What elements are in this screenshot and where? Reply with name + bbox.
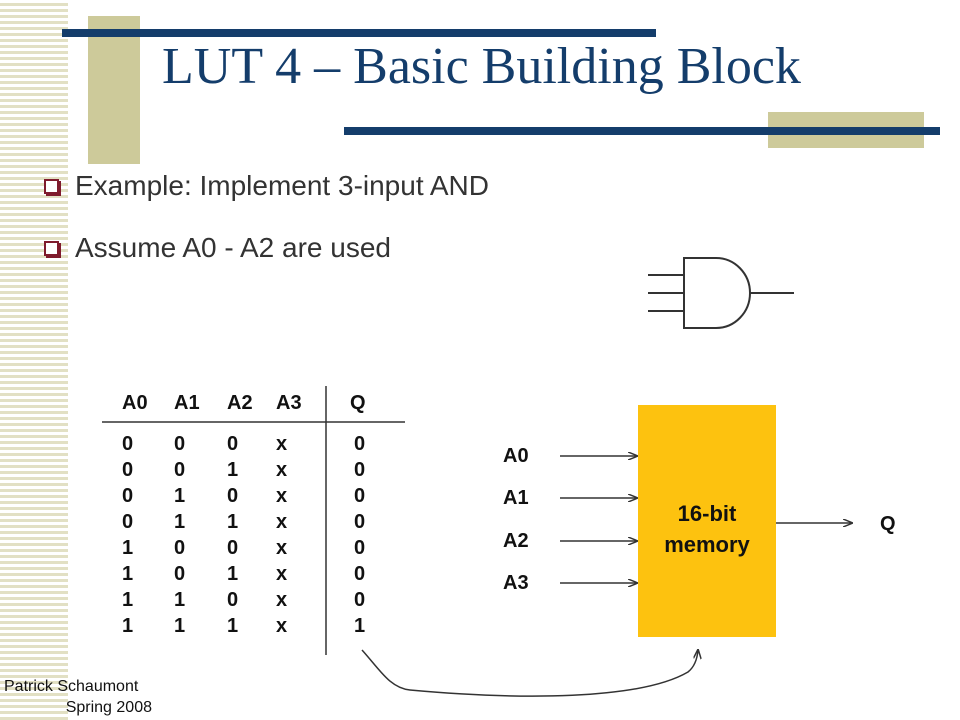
table-cell: 0 (122, 485, 133, 507)
table-cell: x (276, 485, 287, 507)
and-gate-icon (648, 257, 794, 329)
table-cell: 1 (174, 485, 185, 507)
input-label: A2 (503, 530, 529, 552)
table-cell: 1 (122, 563, 133, 585)
table-cell: x (276, 589, 287, 611)
table-cell: 0 (227, 485, 238, 507)
memory-label: 16-bit (678, 501, 737, 526)
bottom-rule (344, 127, 940, 135)
footer-term: Spring 2008 (65, 699, 152, 716)
table-cell: 1 (122, 615, 133, 637)
table-header: A2 (227, 392, 253, 414)
decorative-stripes (0, 0, 68, 720)
table-cell: 0 (174, 563, 185, 585)
footer: Patrick Schaumont Spring 2008 (4, 676, 152, 718)
table-cell: 0 (227, 537, 238, 559)
table-cell: 0 (227, 589, 238, 611)
table-cell: 0 (354, 511, 365, 533)
table-cell: 0 (354, 537, 365, 559)
table-header: A0 (122, 392, 148, 414)
table-cell: x (276, 459, 287, 481)
footer-author: Patrick Schaumont (4, 678, 139, 695)
memory-box (638, 405, 776, 637)
bullet-item: Assume A0 - A2 are used (44, 232, 391, 264)
bullet-box-icon (44, 178, 59, 194)
truth-table: A0 A1 A2 A3 Q 0 0 0 x 0 0 0 1 x 0 0 1 0 x 0 0 1 1 x 0 1 0 0 x 0 1… (102, 386, 405, 655)
table-cell: 1 (354, 615, 365, 637)
table-cell: x (276, 537, 287, 559)
table-cell: 0 (227, 433, 238, 455)
bullet-text: Assume A0 - A2 are used (75, 232, 391, 263)
table-cell: 1 (122, 537, 133, 559)
input-label: A1 (503, 487, 529, 509)
input-label: A0 (503, 445, 529, 467)
table-cell: 0 (354, 485, 365, 507)
table-cell: 0 (354, 433, 365, 455)
table-cell: 1 (174, 589, 185, 611)
table-cell: x (276, 433, 287, 455)
table-cell: 1 (174, 615, 185, 637)
table-cell: 0 (354, 589, 365, 611)
table-cell: 1 (227, 563, 238, 585)
tan-vertical-bar (88, 16, 140, 164)
table-header: Q (350, 392, 366, 414)
table-cell: 1 (227, 615, 238, 637)
table-header: A3 (276, 392, 302, 414)
table-cell: 0 (174, 537, 185, 559)
slide-title: LUT 4 – Basic Building Block (162, 38, 801, 95)
table-cell: x (276, 563, 287, 585)
top-rule (62, 29, 656, 37)
table-cell: 0 (122, 511, 133, 533)
table-cell: 0 (354, 459, 365, 481)
table-cell: x (276, 511, 287, 533)
curved-arrow (361, 650, 698, 697)
table-cell: 0 (174, 459, 185, 481)
bullet-text: Example: Implement 3-input AND (75, 170, 489, 201)
table-cell: 1 (122, 589, 133, 611)
table-cell: 0 (174, 433, 185, 455)
table-cell: 0 (122, 459, 133, 481)
bullet-box-icon (44, 240, 59, 256)
lut-memory-block: 16-bit memory A0 A1 A2 A3 Q (503, 405, 896, 637)
table-cell: 0 (354, 563, 365, 585)
table-cell: 1 (227, 511, 238, 533)
table-cell: 0 (122, 433, 133, 455)
output-label: Q (880, 513, 896, 535)
table-cell: x (276, 615, 287, 637)
memory-label: memory (664, 532, 750, 557)
input-label: A3 (503, 572, 529, 594)
table-header: A1 (174, 392, 200, 414)
table-cell: 1 (227, 459, 238, 481)
bullet-item: Example: Implement 3-input AND (44, 170, 489, 202)
table-cell: 1 (174, 511, 185, 533)
table-body: 0 0 0 x 0 0 0 1 x 0 0 1 0 x 0 0 1 1 x 0 1 0 0 x 0 1 0 1 x 0 1 1 0 x 0 1 1 1 x 1 (122, 433, 365, 637)
